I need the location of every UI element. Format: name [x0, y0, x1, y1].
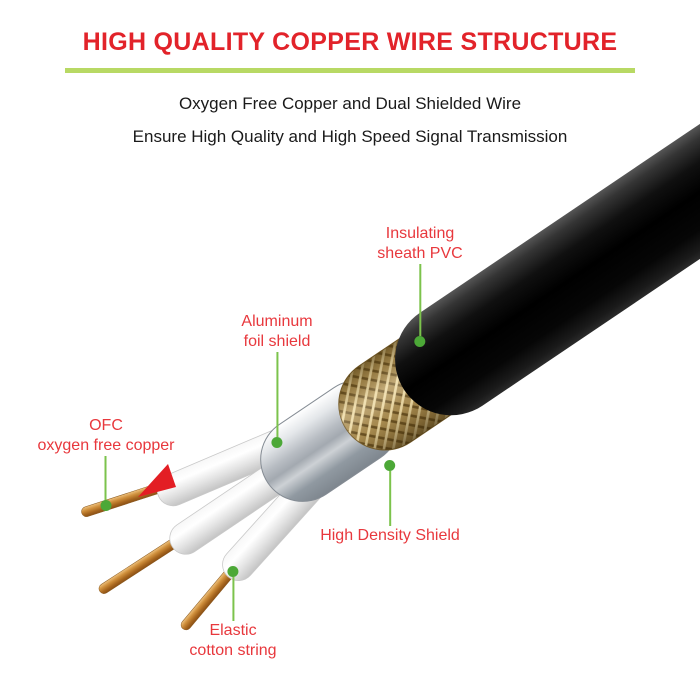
callout-aluminum-text-2: foil shield	[243, 333, 311, 350]
leader-line	[275, 352, 278, 437]
callout-insulating-text-1: Insulating	[385, 225, 455, 242]
callout-aluminum-foil: Aluminum foil shield	[241, 312, 313, 448]
marker-dot	[271, 437, 283, 448]
pvc-sheath	[395, 97, 700, 416]
callout-ofc: OFC oxygen free copper	[37, 416, 175, 511]
callout-density-text-1: High Density Shield	[320, 527, 460, 544]
callout-aluminum-text-1: Aluminum	[241, 313, 313, 330]
leader-line	[232, 577, 234, 621]
title-underline	[65, 68, 635, 73]
callout-elastic-cotton: Elastic cotton string	[189, 566, 277, 661]
callout-insulating-text-2: sheath PVC	[377, 245, 463, 262]
sheath-cylinder	[395, 97, 700, 416]
leader-line	[389, 471, 391, 526]
callout-elastic-text-2: cotton string	[189, 642, 277, 659]
callout-insulating-sheath: Insulating sheath PVC	[377, 224, 463, 347]
callout-elastic-text-1: Elastic	[209, 622, 257, 639]
leader-line	[104, 456, 107, 500]
header: HIGH QUALITY COPPER WIRE STRUCTURE Oxyge…	[0, 0, 700, 147]
marker-dot	[414, 336, 426, 347]
red-arrow	[138, 464, 176, 497]
marker-dot	[227, 566, 239, 577]
subtitle-line-1: Oxygen Free Copper and Dual Shielded Wir…	[178, 94, 522, 113]
callout-ofc-text-1: OFC	[89, 417, 123, 434]
page-title: HIGH QUALITY COPPER WIRE STRUCTURE	[82, 28, 618, 56]
callout-high-density-shield: High Density Shield	[320, 460, 460, 546]
leader-line	[418, 264, 421, 336]
callout-ofc-text-2: oxygen free copper	[37, 437, 175, 454]
marker-dot	[384, 460, 396, 471]
subtitle-line-2: Ensure High Quality and High Speed Signa…	[132, 127, 568, 146]
marker-dot	[100, 500, 112, 511]
